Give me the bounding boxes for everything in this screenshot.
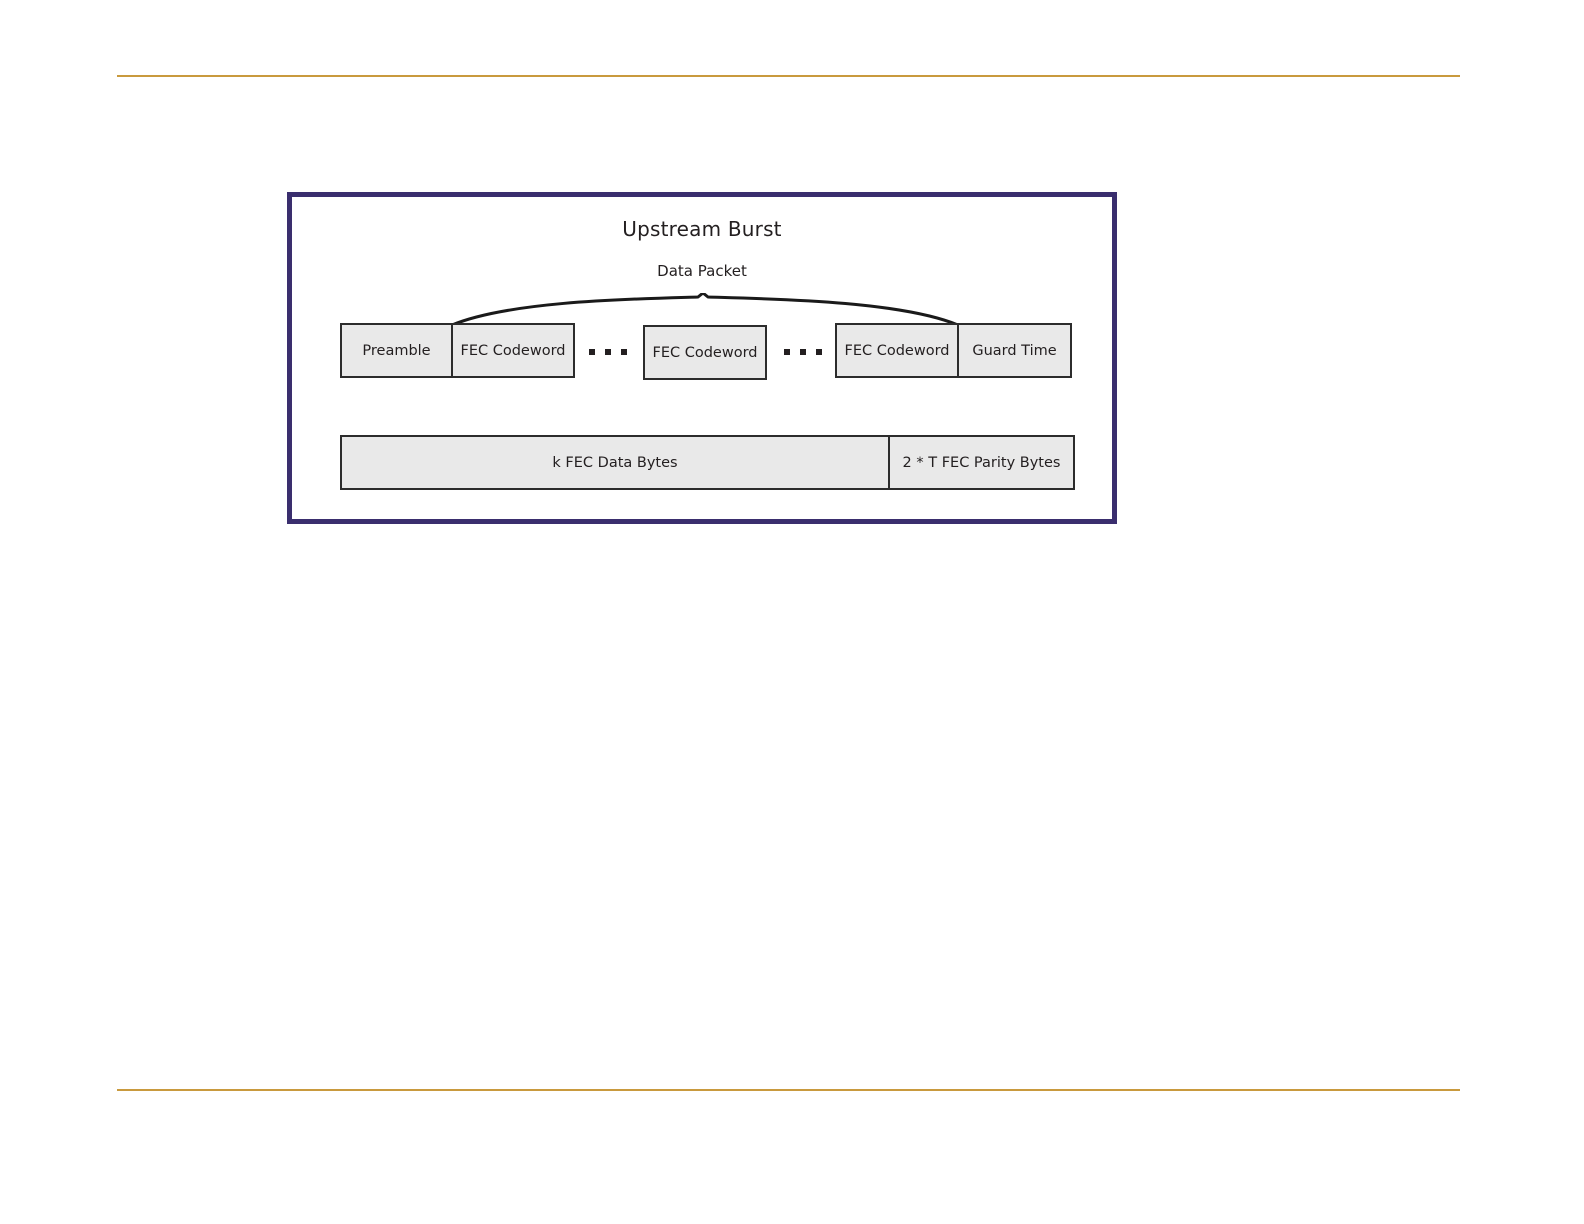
codeword-breakdown-bar: k FEC Data Bytes 2 * T FEC Parity Bytes: [340, 435, 1075, 490]
burst-group-middle: FEC Codeword: [643, 325, 767, 380]
footer-rule: [117, 1089, 1460, 1091]
segment-guard-time: Guard Time: [957, 325, 1070, 376]
ellipsis-dot: [589, 349, 595, 355]
ellipsis-2-icon: [784, 349, 822, 355]
ellipsis-dot: [800, 349, 806, 355]
burst-group-left: Preamble FEC Codeword: [340, 323, 575, 378]
segment-fec-codeword-middle: FEC Codeword: [652, 344, 758, 361]
segment-fec-parity-bytes: 2 * T FEC Parity Bytes: [888, 437, 1073, 488]
ellipsis-dot: [816, 349, 822, 355]
segment-fec-data-bytes: k FEC Data Bytes: [552, 454, 678, 471]
header-rule: [117, 75, 1460, 77]
burst-row: Preamble FEC Codeword FEC Codeword FEC C…: [292, 323, 1112, 381]
segment-preamble: Preamble: [362, 342, 431, 359]
segment-fec-codeword-last: FEC Codeword: [844, 342, 950, 359]
data-packet-brace-icon: [450, 293, 960, 327]
ellipsis-dot: [784, 349, 790, 355]
ellipsis-dot: [605, 349, 611, 355]
figure-frame: Upstream Burst Data Packet Preamble FEC …: [287, 192, 1117, 524]
burst-group-right: FEC Codeword Guard Time: [835, 323, 1072, 378]
ellipsis-dot: [621, 349, 627, 355]
figure-title: Upstream Burst: [622, 217, 782, 241]
ellipsis-1-icon: [589, 349, 627, 355]
data-packet-label: Data Packet: [657, 262, 747, 280]
segment-fec-codeword-first: FEC Codeword: [451, 325, 573, 376]
figure-content: Upstream Burst Data Packet Preamble FEC …: [292, 197, 1112, 519]
